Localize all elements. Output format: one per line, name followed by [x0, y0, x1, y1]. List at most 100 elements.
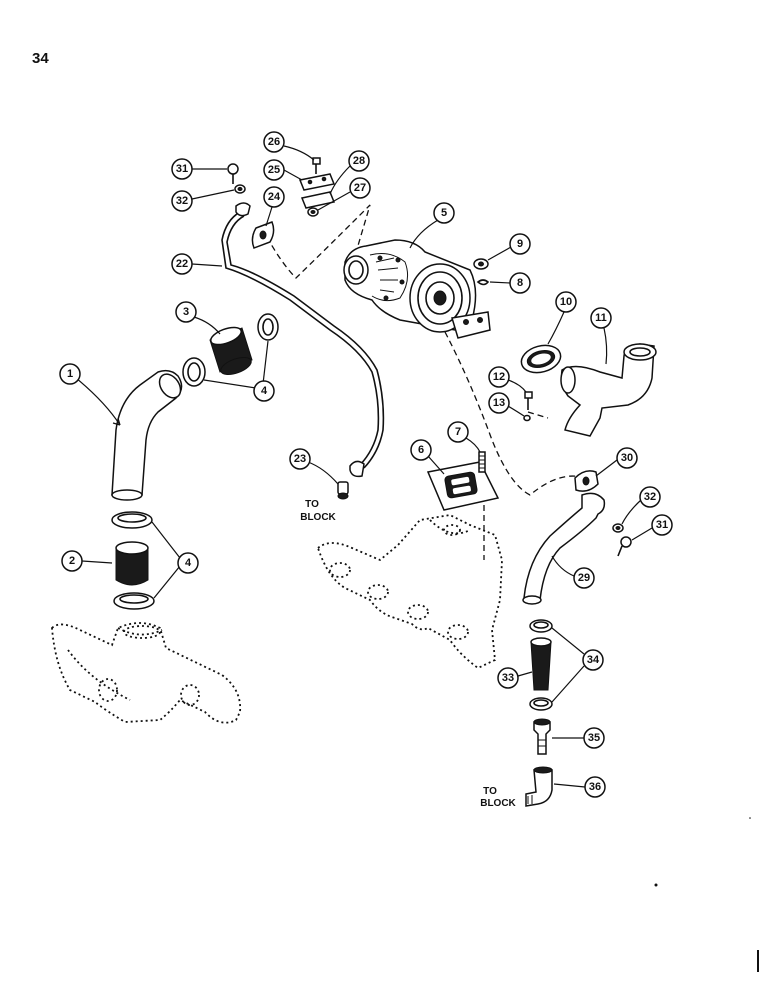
washer-32-top	[234, 184, 246, 194]
callout-label-30: 30	[621, 452, 633, 464]
callout-label-5: 5	[441, 207, 447, 219]
callout-24: 24	[263, 186, 285, 227]
callout-label-8: 8	[517, 277, 523, 289]
gasket-ring-10	[520, 344, 562, 374]
callout-label-26: 26	[268, 136, 280, 148]
callout-label-35: 35	[588, 732, 600, 744]
callout-4-lower: 4	[151, 521, 199, 599]
drain-hose-33	[530, 637, 552, 691]
oil-supply-tube	[221, 202, 385, 478]
callout-label-32-right: 32	[644, 491, 656, 503]
banjo-bolt-31-top	[227, 163, 239, 184]
callout-label-9: 9	[517, 238, 523, 250]
callout-label-4-lower: 4	[185, 557, 192, 569]
callout-label-11: 11	[595, 312, 607, 324]
bolt-26	[312, 157, 321, 174]
callout-label-31-right: 31	[656, 519, 668, 531]
intake-manifold-outline	[51, 622, 242, 724]
callout-label-10: 10	[560, 296, 572, 308]
scan-specks	[654, 817, 759, 972]
callout-13: 13	[488, 392, 525, 417]
hose-sleeve-3	[209, 326, 253, 376]
drain-elbow-36	[525, 766, 553, 807]
callout-label-33: 33	[502, 672, 514, 684]
callout-34: 34	[551, 627, 604, 703]
callout-label-28: 28	[353, 155, 365, 167]
callout-31-right: 31	[631, 514, 673, 541]
gasket-28	[300, 191, 336, 209]
callout-label-6: 6	[418, 444, 424, 456]
callout-35: 35	[552, 727, 605, 749]
nut-9	[473, 258, 489, 270]
page-number: 34	[32, 50, 49, 67]
oil-drain-tube-29	[522, 492, 606, 605]
callout-label-24: 24	[268, 191, 281, 203]
intake-elbow-hose	[111, 369, 183, 501]
callout-27: 27	[317, 177, 371, 211]
callout-label-4-upper: 4	[261, 385, 268, 397]
callout-label-31-top: 31	[176, 163, 188, 175]
callout-2: 2	[61, 550, 113, 572]
washer-32-right	[612, 523, 624, 533]
callout-label-29: 29	[578, 572, 590, 584]
callout-label-2: 2	[69, 555, 75, 567]
banjo-bolt-31-right	[617, 536, 632, 557]
oil-gasket-24	[251, 221, 275, 249]
note-to-block-right-line2: BLOCK	[480, 798, 516, 809]
callout-3: 3	[175, 301, 221, 335]
callout-28: 28	[329, 150, 370, 195]
washer-13	[523, 414, 531, 422]
hose-sleeve-2	[115, 541, 149, 586]
callout-label-36: 36	[589, 781, 601, 793]
callout-8: 8	[489, 272, 531, 294]
note-to-block-left-line2: BLOCK	[300, 512, 336, 523]
callout-label-34: 34	[587, 654, 600, 666]
callout-label-27: 27	[354, 182, 366, 194]
callout-label-23: 23	[294, 453, 306, 465]
hose-clamp-lower-top	[111, 511, 153, 529]
exhaust-manifold-outline	[316, 514, 503, 670]
callout-4-upper: 4	[203, 340, 275, 402]
drain-clamp-34-top	[529, 619, 553, 633]
callout-label-22: 22	[176, 258, 188, 270]
callout-7: 7	[447, 421, 481, 453]
callout-26: 26	[263, 131, 315, 161]
note-to-block-left: TO BLOCK	[300, 499, 336, 523]
routing-dashes	[261, 204, 586, 560]
callout-32-top: 32	[171, 189, 235, 212]
callout-9: 9	[487, 233, 531, 261]
callout-33: 33	[497, 667, 533, 689]
callout-6: 6	[410, 439, 445, 475]
oil-drain-gasket-30	[574, 470, 599, 492]
callout-10: 10	[547, 291, 577, 345]
hose-clamp-lower-bottom	[113, 592, 155, 610]
note-to-block-right: TO BLOCK	[480, 786, 516, 809]
tube-fitting-23	[337, 481, 349, 500]
callout-label-7: 7	[455, 426, 461, 438]
turbocharger-5	[343, 239, 491, 339]
callout-30: 30	[595, 447, 638, 477]
callout-label-3: 3	[183, 306, 189, 318]
exhaust-elbow-11	[560, 343, 657, 437]
hose-clamp-upper-right	[257, 313, 279, 341]
note-to-block-right-line1: TO	[483, 786, 497, 797]
callout-11: 11	[590, 307, 612, 365]
callout-layer: 1 2 3 4 4 5 6	[59, 131, 673, 798]
drain-clamp-34-bottom	[529, 697, 553, 711]
turbo-mount-gasket-6	[426, 461, 500, 511]
callout-25: 25	[263, 159, 303, 181]
callout-label-13: 13	[493, 397, 505, 409]
lock-washer-8	[476, 279, 490, 286]
callout-label-25: 25	[268, 164, 280, 176]
callout-label-1: 1	[67, 368, 73, 380]
callout-12: 12	[488, 366, 527, 393]
hose-clamp-upper-left	[182, 357, 206, 387]
note-to-block-left-line1: TO	[305, 499, 319, 510]
callout-32-right: 32	[621, 486, 661, 525]
callout-36: 36	[553, 776, 606, 798]
callout-29: 29	[551, 555, 595, 589]
callout-label-32-top: 32	[176, 195, 188, 207]
nut-27	[307, 207, 319, 217]
callout-31-top: 31	[171, 158, 227, 180]
